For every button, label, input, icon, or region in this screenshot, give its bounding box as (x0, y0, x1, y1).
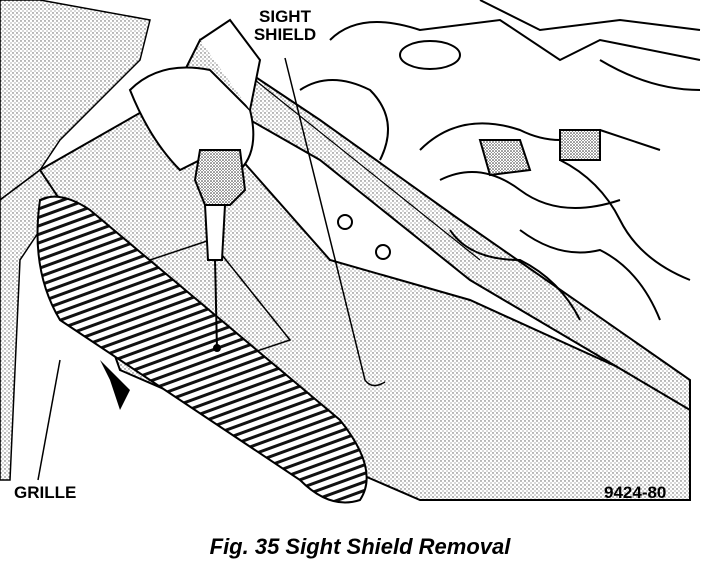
figure-caption: Fig. 35 Sight Shield Removal (209, 534, 511, 559)
grille (36, 195, 368, 504)
engine-compartment (299, 0, 701, 321)
sight-shield-callout-line2: SHIELD (253, 24, 317, 44)
grille-callout: GRILLE (14, 483, 77, 502)
grille-leader (37, 359, 61, 481)
technical-illustration (0, 0, 701, 504)
sight-shield-leader (284, 57, 386, 387)
figure-number: 9424-80 (604, 483, 667, 502)
sight-shield-callout: SIGHT SHIELD (246, 8, 324, 44)
hand-with-screwdriver (128, 18, 262, 352)
support-bolt-1 (337, 214, 353, 230)
support-bolt-2 (375, 244, 391, 260)
sight-shield-callout-line1: SIGHT (259, 7, 311, 26)
